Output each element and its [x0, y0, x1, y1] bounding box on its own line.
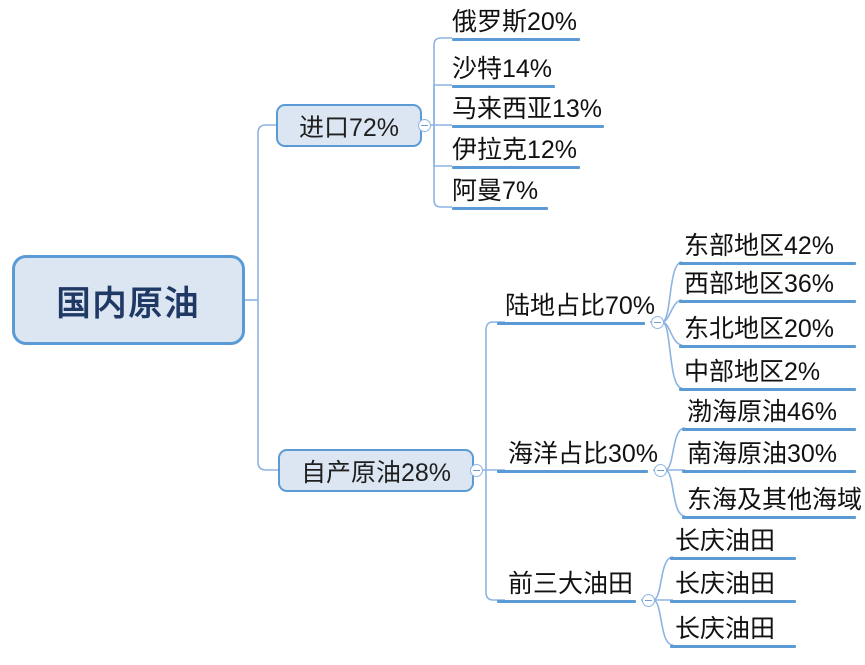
minus-circle-icon-topfields[interactable] — [642, 594, 655, 607]
leaf-underline — [682, 470, 856, 473]
leaf-label: 阿曼7% — [452, 176, 539, 205]
leaf-node[interactable]: 伊拉克12% — [452, 134, 577, 166]
root-node-label: 国内原油 — [56, 284, 201, 323]
branch-node-import-label: 进口72% — [298, 113, 400, 142]
leaf-node[interactable]: 长庆油田 — [675, 525, 775, 557]
minus-circle-icon-domestic[interactable] — [470, 464, 483, 477]
leaf-label: 沙特14% — [452, 54, 553, 83]
leaf-label: 俄罗斯20% — [452, 7, 578, 36]
leaf-node[interactable]: 长庆油田 — [675, 613, 775, 645]
leaf-label: 东部地区42% — [684, 231, 835, 260]
leaf-node[interactable]: 东部地区42% — [684, 230, 834, 262]
leaf-label: 长庆油田 — [675, 614, 776, 643]
minus-circle-icon-import[interactable] — [418, 119, 431, 132]
leaf-label: 东海及其他海域 — [687, 485, 863, 514]
leaf-label: 长庆油田 — [675, 526, 776, 555]
leaf-underline — [682, 428, 856, 431]
leaf-node[interactable]: 俄罗斯20% — [452, 6, 577, 38]
leaf-label: 长庆油田 — [675, 569, 776, 598]
leaf-underline — [452, 207, 548, 210]
subbranch-node-ocean[interactable]: 海洋占比30% — [508, 438, 658, 470]
subbranch-underline — [497, 600, 636, 603]
leaf-node[interactable]: 渤海原油46% — [687, 396, 837, 428]
leaf-underline — [679, 262, 856, 265]
leaf-underline — [679, 300, 856, 303]
leaf-underline — [452, 38, 580, 41]
leaf-underline — [679, 388, 856, 391]
subbranch-node-topfields[interactable]: 前三大油田 — [508, 568, 633, 600]
leaf-underline — [682, 516, 856, 519]
leaf-node[interactable]: 东北地区20% — [684, 313, 834, 345]
leaf-underline — [670, 645, 796, 648]
leaf-node[interactable]: 沙特14% — [452, 53, 552, 85]
leaf-node[interactable]: 南海原油30% — [687, 438, 837, 470]
leaf-label: 中部地区2% — [684, 357, 821, 386]
subbranch-node-ocean-label: 海洋占比30% — [508, 439, 659, 468]
minus-circle-icon-land[interactable] — [651, 316, 664, 329]
leaf-node[interactable]: 长庆油田 — [675, 568, 775, 600]
branch-node-domestic[interactable]: 自产原油28% — [278, 449, 474, 492]
leaf-label: 东北地区20% — [684, 314, 835, 343]
leaf-label: 西部地区36% — [684, 269, 835, 298]
leaf-label: 渤海原油46% — [687, 397, 838, 426]
subbranch-underline — [497, 322, 645, 325]
minus-circle-icon-ocean[interactable] — [654, 464, 667, 477]
root-node[interactable]: 国内原油 — [12, 255, 245, 345]
leaf-label: 伊拉克12% — [452, 135, 578, 164]
leaf-underline — [452, 125, 604, 128]
branch-node-import[interactable]: 进口72% — [276, 104, 422, 147]
leaf-underline — [452, 166, 580, 169]
leaf-underline — [670, 557, 796, 560]
leaf-node[interactable]: 马来西亚13% — [452, 93, 602, 125]
subbranch-node-topfields-label: 前三大油田 — [508, 569, 634, 598]
subbranch-underline — [497, 470, 648, 473]
branch-node-domestic-label: 自产原油28% — [300, 458, 452, 487]
subbranch-node-land[interactable]: 陆地占比70% — [505, 290, 655, 322]
leaf-underline — [452, 85, 555, 88]
leaf-underline — [670, 600, 796, 603]
subbranch-node-land-label: 陆地占比70% — [505, 291, 656, 320]
leaf-label: 南海原油30% — [687, 439, 838, 468]
leaf-label: 马来西亚13% — [452, 94, 603, 123]
leaf-node[interactable]: 西部地区36% — [684, 268, 834, 300]
leaf-node[interactable]: 中部地区2% — [684, 356, 820, 388]
leaf-node[interactable]: 阿曼7% — [452, 175, 538, 207]
leaf-underline — [679, 345, 856, 348]
leaf-node[interactable]: 东海及其他海域 — [687, 484, 862, 516]
